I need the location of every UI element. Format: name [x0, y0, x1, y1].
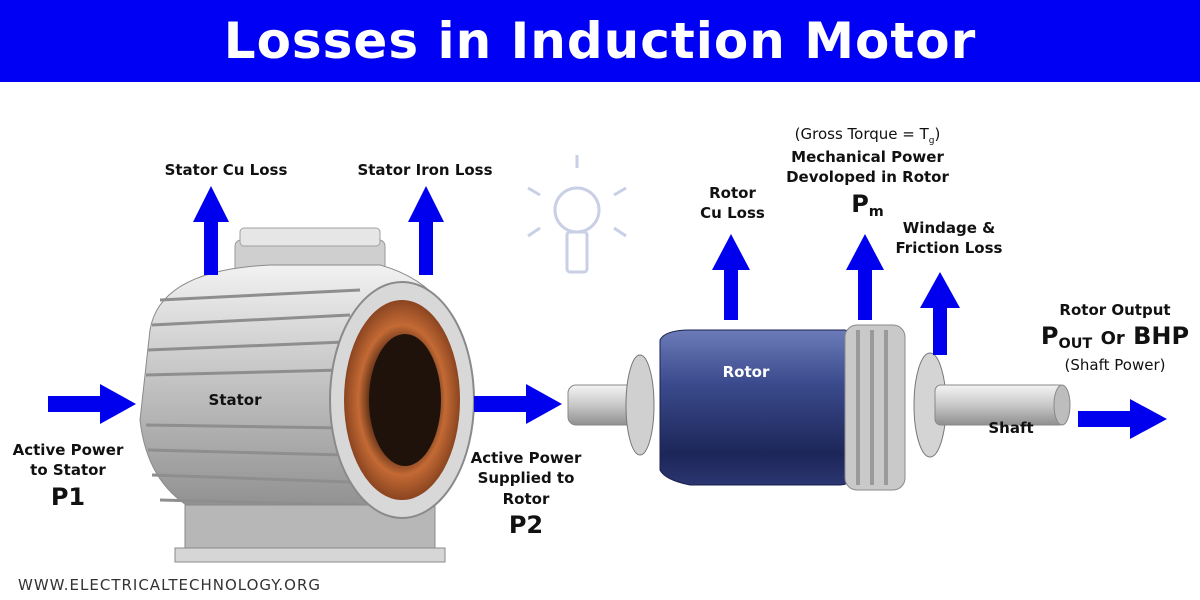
active-power-rotor-line3: Rotor [502, 489, 550, 508]
active-power-rotor-line1: Active Power [470, 449, 582, 467]
arrow-rotor-cu-loss [712, 234, 750, 320]
mech-power-line2: Devoloped in Rotor [786, 168, 949, 187]
title-banner: Losses in Induction Motor [0, 0, 1200, 82]
stator-iron-loss-label: Stator Iron Loss [357, 161, 493, 179]
shaft-label: Shaft [988, 419, 1034, 437]
stator-cu-loss-label: Stator Cu Loss [164, 161, 288, 179]
rotor-cu-loss-label: Rotor Cu Loss [680, 183, 785, 224]
pm-sub: m [868, 203, 884, 220]
rotor-cu-loss-line1: Rotor [709, 184, 756, 202]
active-power-stator-line2: to Stator [30, 461, 106, 480]
stator-motor [139, 227, 475, 563]
gross-torque-close: ) [934, 125, 941, 143]
arrow-windage-friction [920, 272, 960, 355]
rotor-assembly [567, 324, 1071, 491]
active-power-rotor-line2: Supplied to [477, 469, 575, 488]
mechanical-power-label: (Gross Torque = Tg) Mechanical Power Dev… [780, 124, 955, 222]
gross-torque-main: (Gross Torque = T [794, 125, 929, 143]
rotor-cu-loss-line2: Cu Loss [700, 204, 765, 223]
pm-main: P [851, 189, 869, 218]
shaft-power-text: (Shaft Power) [1064, 355, 1166, 374]
arrow-stator-cu-loss [193, 186, 229, 275]
rotor-output-text: Rotor Output [1059, 301, 1171, 319]
pout-sub: OUT [1058, 336, 1093, 353]
pout-bhp: BHP [1133, 322, 1190, 351]
pout-symbol: POUT Or BHP [1040, 320, 1190, 354]
active-power-rotor-label: Active Power Supplied to Rotor P2 [462, 448, 590, 541]
gross-torque-text: (Gross Torque = Tg) [780, 124, 955, 147]
p2-symbol: P2 [508, 510, 544, 539]
windage-line1: Windage & [902, 219, 996, 237]
power-flow-arrows [48, 384, 1167, 439]
pm-symbol: Pm [780, 188, 955, 222]
mech-power-line1: Mechanical Power [791, 148, 944, 167]
windage-line2: Friction Loss [895, 239, 1003, 258]
arrow-stator-iron-loss [408, 186, 444, 275]
bulb-watermark-icon [527, 155, 627, 274]
footer-url: WWW.ELECTRICALTECHNOLOGY.ORG [18, 576, 322, 594]
arrow-mechanical-power [846, 234, 884, 320]
arrow-active-power-rotor [474, 384, 562, 424]
pout-or: Or [1100, 328, 1125, 350]
active-power-stator-label: Active Power to Stator P1 [8, 440, 128, 513]
active-power-stator-line1: Active Power [12, 441, 124, 459]
loss-arrows [193, 186, 960, 355]
arrow-rotor-output [1078, 399, 1167, 439]
pout-main: P [1040, 322, 1059, 351]
p1-symbol: P1 [50, 482, 86, 511]
stator-label: Stator [208, 391, 262, 409]
windage-friction-label: Windage & Friction Loss [890, 218, 1008, 259]
rotor-output-label: Rotor Output POUT Or BHP (Shaft Power) [1040, 300, 1190, 375]
page-title: Losses in Induction Motor [223, 12, 977, 70]
gross-torque-sub: g [928, 136, 935, 146]
rotor-label: Rotor [722, 363, 770, 381]
arrow-active-power-stator [48, 384, 136, 424]
